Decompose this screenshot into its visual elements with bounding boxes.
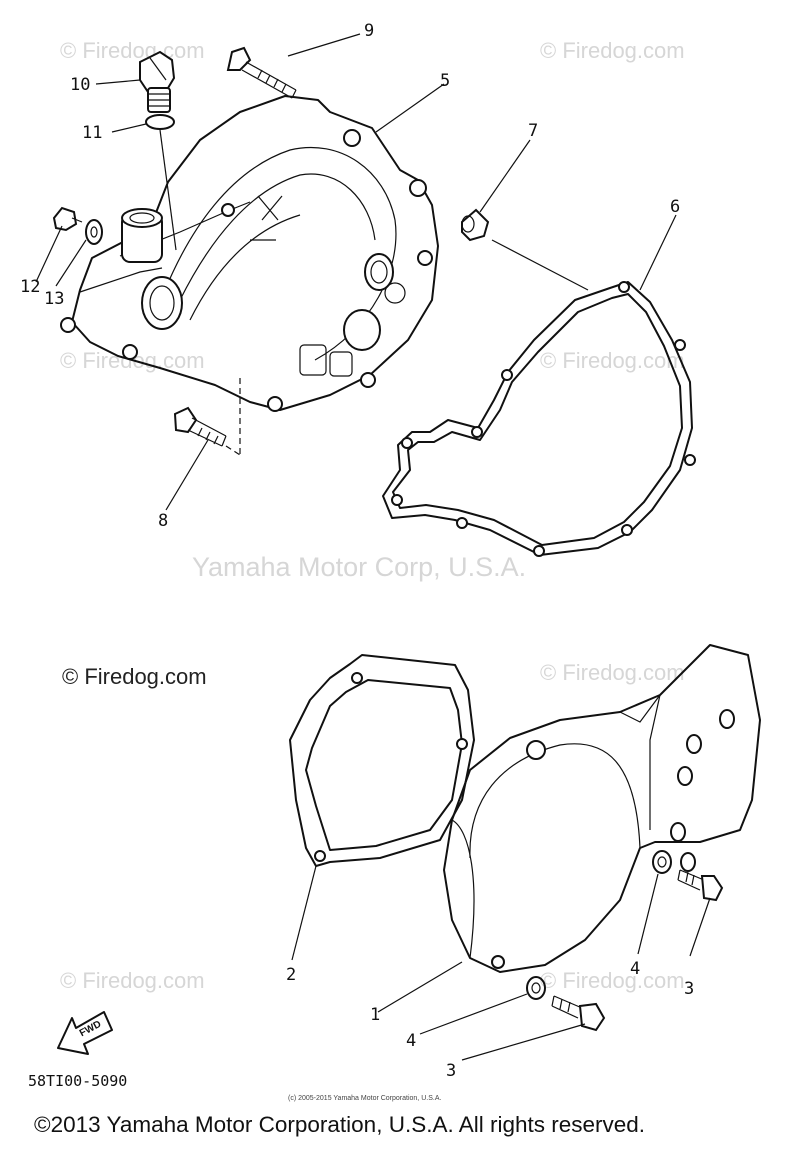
bolt-12 bbox=[52, 206, 83, 232]
watermark-firedog: © Firedog.com bbox=[540, 348, 685, 373]
watermark-firedog: © Firedog.com bbox=[540, 968, 685, 993]
part-code: 58TI00-5090 bbox=[28, 1072, 127, 1090]
bolt-9 bbox=[226, 46, 297, 99]
o-ring-11 bbox=[145, 114, 175, 130]
outer-cover bbox=[443, 644, 761, 973]
callout-9: 9 bbox=[364, 21, 374, 41]
watermark-firedog: © Firedog.com bbox=[60, 38, 205, 63]
washer-4-lower bbox=[526, 976, 546, 1000]
callout-3-right: 3 bbox=[684, 979, 694, 999]
callout-5: 5 bbox=[440, 71, 450, 91]
washer-13 bbox=[85, 219, 103, 245]
watermark-firedog: © Firedog.com bbox=[60, 968, 205, 993]
callout-7: 7 bbox=[528, 121, 538, 141]
bolt-8 bbox=[173, 406, 227, 447]
crankcase-cover bbox=[60, 95, 439, 412]
callout-4-right: 4 bbox=[630, 959, 640, 979]
callout-4-lower: 4 bbox=[406, 1031, 416, 1051]
leader-lines bbox=[35, 33, 711, 1061]
callout-6: 6 bbox=[670, 197, 680, 217]
watermark-firedog-main: © Firedog.com bbox=[62, 664, 207, 689]
watermark-yamaha: Yamaha Motor Corp, U.S.A. bbox=[192, 552, 526, 582]
small-copyright: (c) 2005-2015 Yamaha Motor Corporation, … bbox=[288, 1095, 441, 1102]
gasket-lower bbox=[289, 654, 475, 867]
fwd-arrow-icon: FWD bbox=[57, 1011, 113, 1055]
oil-plug-10 bbox=[139, 50, 176, 113]
gasket-upper bbox=[382, 281, 696, 557]
collar-7 bbox=[461, 208, 490, 242]
callout-3-lower: 3 bbox=[446, 1061, 456, 1081]
callout-8: 8 bbox=[158, 511, 168, 531]
footer-copyright: ©2013 Yamaha Motor Corporation, U.S.A. A… bbox=[34, 1112, 645, 1137]
bolt-3-lower bbox=[551, 995, 606, 1032]
callout-13: 13 bbox=[44, 289, 64, 309]
watermark-firedog: © Firedog.com bbox=[540, 660, 685, 685]
washer-4-right bbox=[652, 850, 672, 874]
callout-1: 1 bbox=[370, 1005, 380, 1025]
callout-11: 11 bbox=[82, 123, 102, 143]
watermark-firedog: © Firedog.com bbox=[540, 38, 685, 63]
callout-2: 2 bbox=[286, 965, 296, 985]
bolt-3-right bbox=[677, 869, 724, 902]
callout-10: 10 bbox=[70, 75, 90, 95]
callout-12: 12 bbox=[20, 277, 40, 297]
